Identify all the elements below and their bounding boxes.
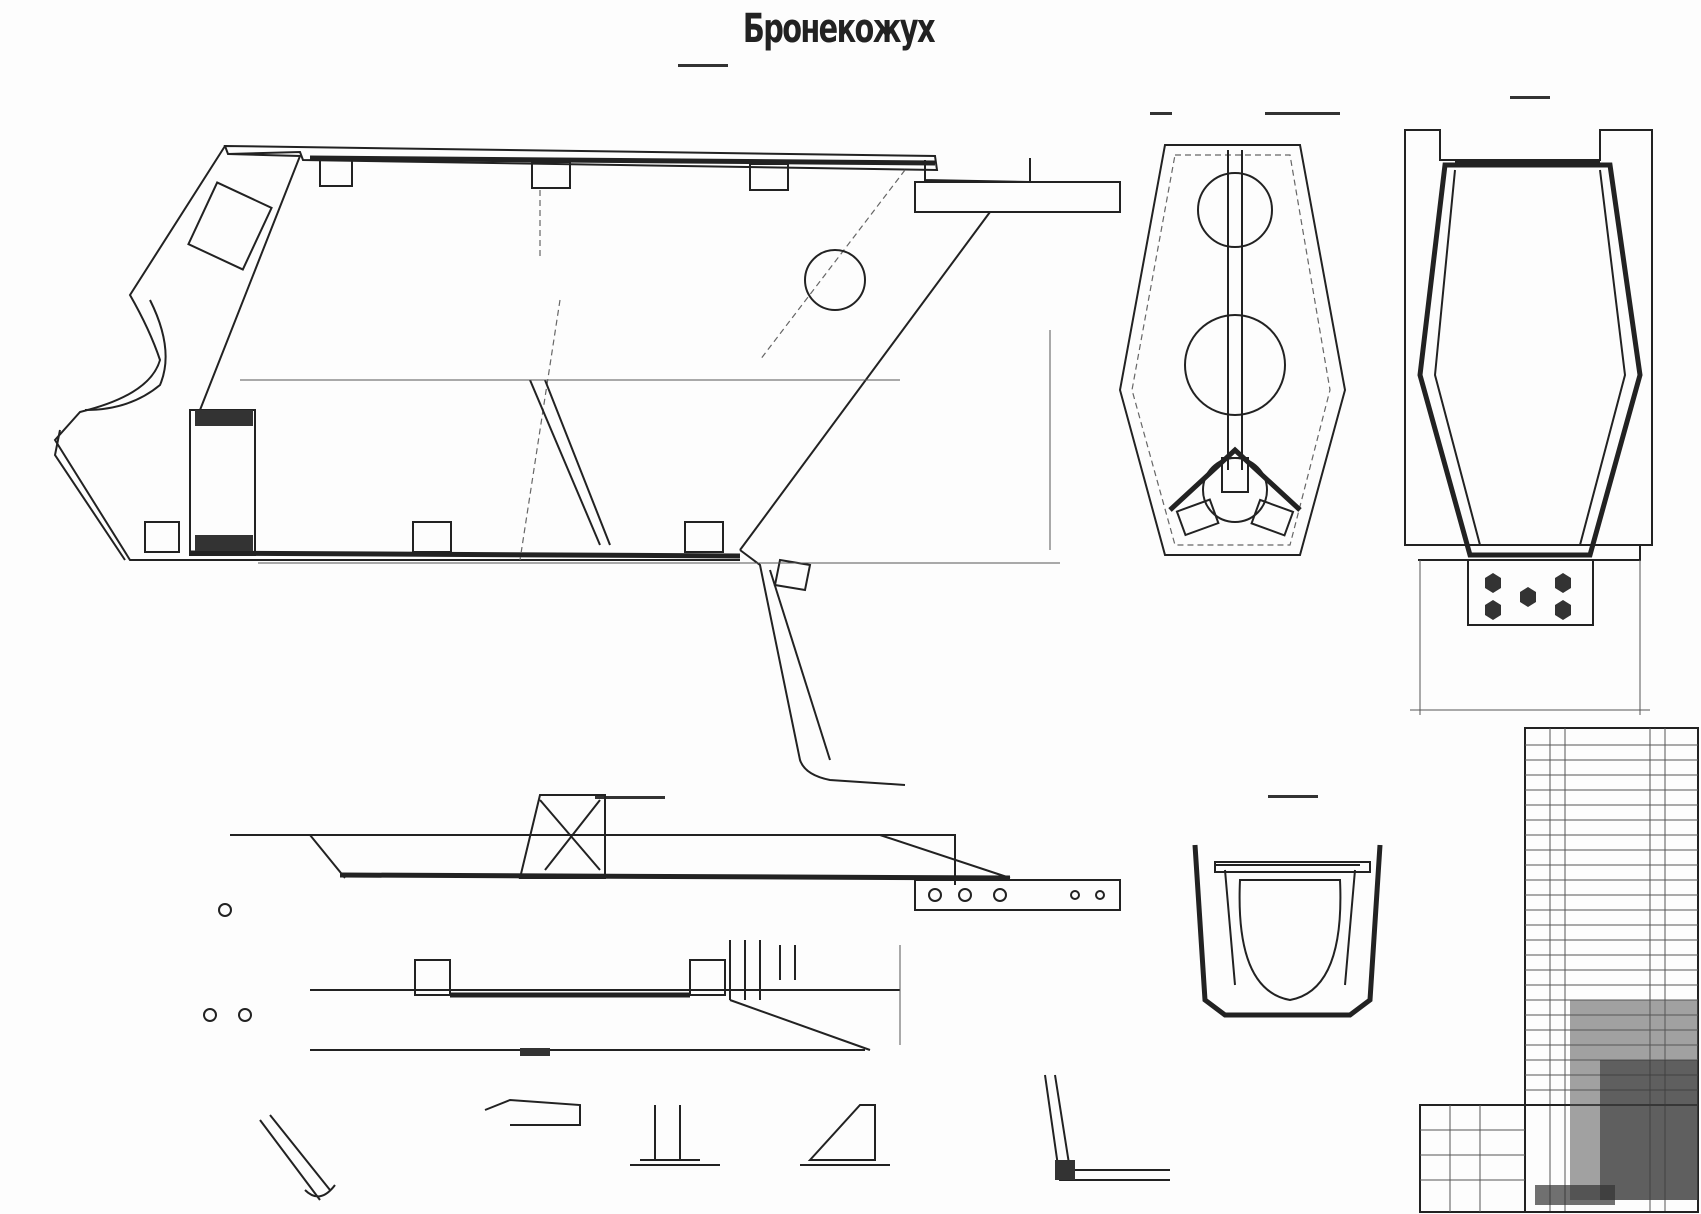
drawing-title: Бронекожух xyxy=(742,6,936,52)
section-a-view xyxy=(1118,112,1347,556)
section-v-view xyxy=(1192,795,1383,1018)
side-view xyxy=(53,64,1121,786)
plan-view xyxy=(203,794,1121,1056)
section-b-view xyxy=(1404,96,1653,715)
view-label-mark xyxy=(678,64,728,67)
detail-sections xyxy=(259,1074,1170,1201)
title-block xyxy=(1419,727,1699,1213)
